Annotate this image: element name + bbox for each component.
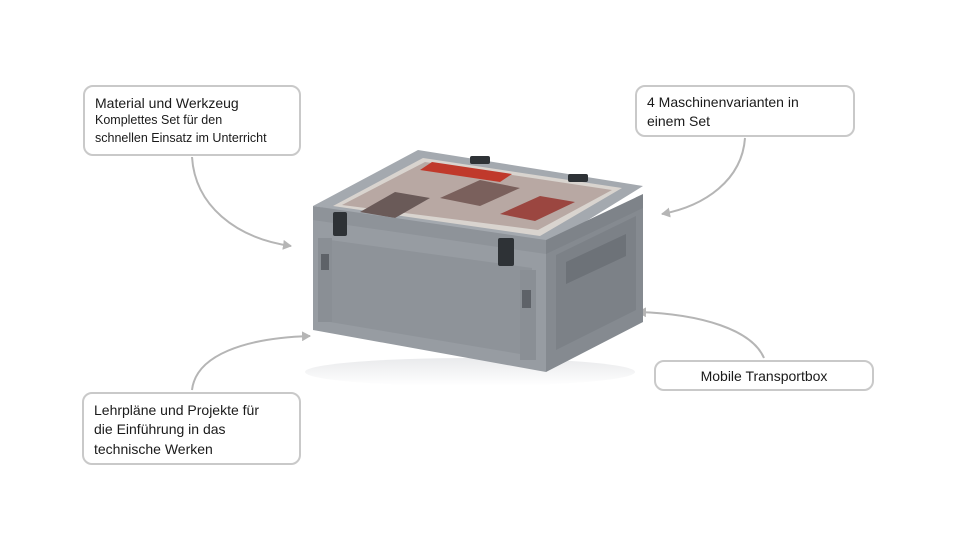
callout-lehrplaene-line2: die Einführung in das <box>94 421 226 438</box>
connector-material-arrow <box>191 156 292 250</box>
callout-maschinenvarianten: 4 Maschinenvarianten in einem Set <box>635 85 855 137</box>
callout-lehrplaene-projekte: Lehrpläne und Projekte für die Einführun… <box>82 392 301 465</box>
connector-varianten-arrow <box>661 137 746 218</box>
callout-transport-label: Mobile Transportbox <box>700 368 828 384</box>
callout-transportbox: Mobile Transportbox <box>654 360 874 391</box>
transport-box-image <box>305 150 643 386</box>
connector-lehrplaene-arrow <box>191 331 311 391</box>
callout-varianten-line2: einem Set <box>647 113 711 130</box>
callout-lehrplaene-line3: technische Werken <box>94 440 213 457</box>
callout-material-werkzeug: Material und Werkzeug Komplettes Set für… <box>83 85 301 156</box>
callout-material-line2: schnellen Einsatz im Unterricht <box>95 130 267 145</box>
connector-transport-arrow <box>637 307 765 359</box>
callout-varianten-line1: 4 Maschinenvarianten in <box>647 94 799 110</box>
callout-lehrplaene-line1: Lehrpläne und Projekte für <box>94 402 259 418</box>
callout-material-title: Material und Werkzeug <box>95 95 239 111</box>
callout-material-line1: Komplettes Set für den <box>95 113 223 128</box>
